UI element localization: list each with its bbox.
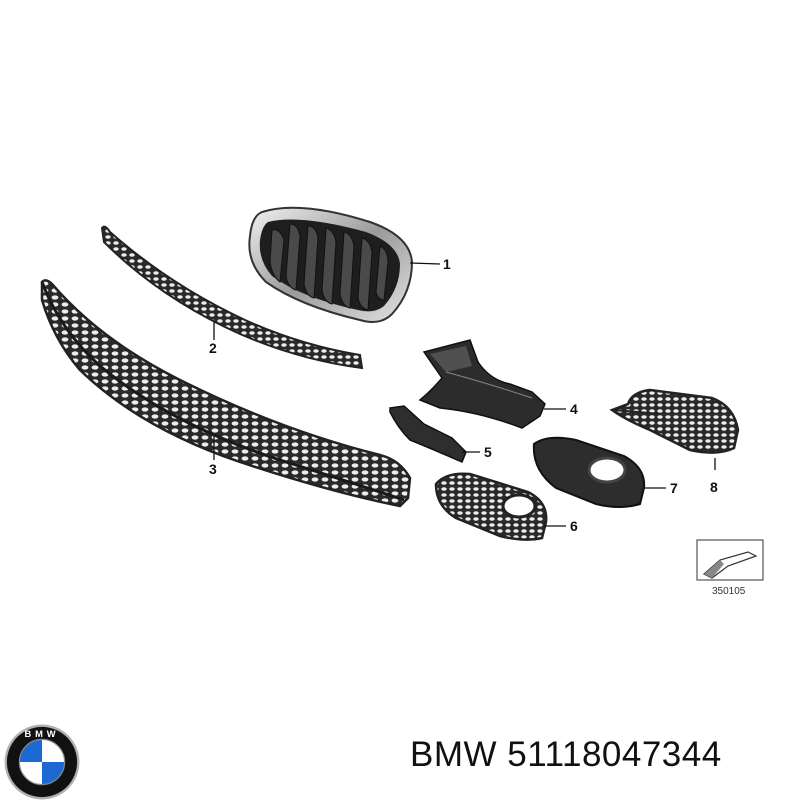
brand-name: BMW <box>410 735 498 774</box>
part-number: 51118047344 <box>507 735 722 774</box>
part-4-air-duct <box>418 339 546 429</box>
part-1-kidney-grille <box>248 206 414 323</box>
callout-8: 8 <box>710 479 718 495</box>
callout-7: 7 <box>670 480 678 496</box>
callout-1: 1 <box>443 256 451 272</box>
part-6-fog-grille-left <box>434 472 548 541</box>
part-5-bracket <box>389 405 467 463</box>
callout-4: 4 <box>570 401 578 417</box>
callout-6: 6 <box>570 518 578 534</box>
part-2-upper-trim-strip <box>100 225 364 370</box>
callout-3: 3 <box>209 461 217 477</box>
callout-5: 5 <box>484 444 492 460</box>
callout-2: 2 <box>209 340 217 356</box>
svg-text:BMW: BMW <box>24 729 59 739</box>
diagram-reference-box <box>696 539 764 581</box>
bmw-logo: BMW <box>4 724 80 800</box>
part-7-fog-bezel <box>532 436 646 508</box>
part-8-fog-grille-right <box>609 388 740 454</box>
part-3-lower-center-grille <box>40 279 412 508</box>
part-caption: BMW 51118047344 <box>410 735 722 775</box>
diagram-code: 350105 <box>712 586 746 597</box>
